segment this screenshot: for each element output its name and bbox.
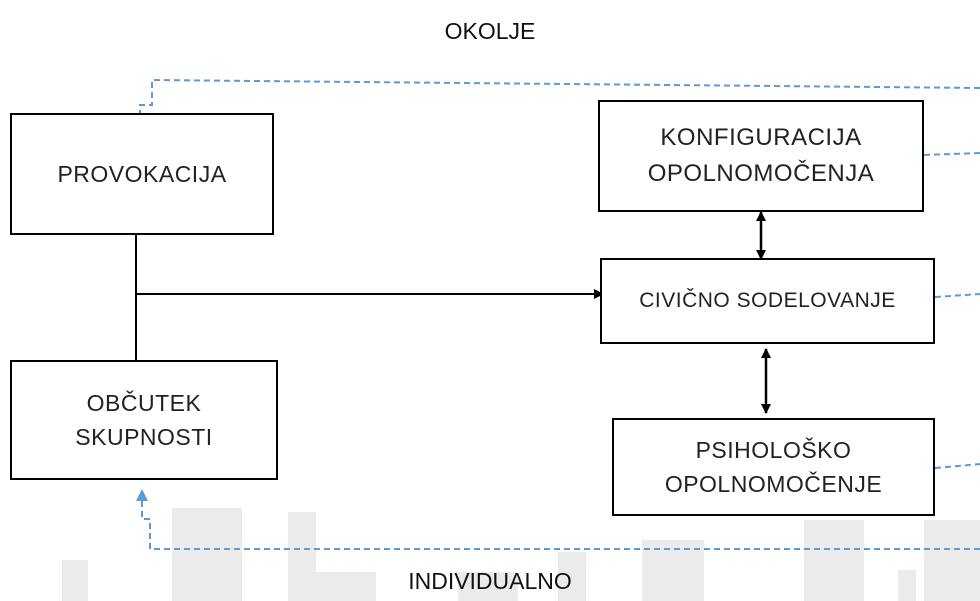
box-psiholosko-opolnomocenje: PSIHOLOŠKO OPOLNOMOČENJE xyxy=(612,418,935,516)
background-bar xyxy=(288,512,316,601)
background-bar xyxy=(172,508,242,601)
box-obcutek-line: OBČUTEK xyxy=(86,389,202,416)
box-provokacija-line: PROVOKACIJA xyxy=(57,160,227,187)
background-bar xyxy=(62,560,88,601)
feedback-bottom-dashed-line xyxy=(136,489,980,550)
box-provokacija: PROVOKACIJA xyxy=(10,113,274,235)
background-bar xyxy=(558,552,586,601)
box-civicno-line: CIVIČNO SODELOVANJE xyxy=(639,289,896,313)
background-bar xyxy=(924,520,980,601)
box-civicno-sodelovanje: CIVIČNO SODELOVANJE xyxy=(600,258,935,344)
bottom-label: INDIVIDUALNO xyxy=(408,568,572,594)
top-label: OKOLJE xyxy=(444,18,536,44)
feedback-top-dashed-line xyxy=(134,78,980,139)
background-bar xyxy=(898,570,916,601)
psiholosko-dashed-stub xyxy=(934,463,980,469)
box-konfiguracija-line: OPOLNOMOČENJA xyxy=(647,160,875,187)
box-obcutek-line: SKUPNOSTI xyxy=(75,424,213,450)
box-obcutek-skupnosti: OBČUTEK SKUPNOSTI xyxy=(10,360,278,480)
background-bar xyxy=(642,540,704,601)
box-konfiguracija-opolnomocenja: KONFIGURACIJA OPOLNOMOČENJA xyxy=(598,100,924,212)
civicno-dashed-stub xyxy=(934,293,980,298)
background-bar xyxy=(458,572,518,601)
box-psiholosko-line: PSIHOLOŠKO xyxy=(695,436,852,463)
konfiguracija-dashed-stub xyxy=(923,152,980,156)
background-bar xyxy=(804,520,864,601)
box-konfiguracija-line: KONFIGURACIJA xyxy=(660,124,862,151)
background-bar xyxy=(316,572,376,601)
box-psiholosko-line: OPOLNOMOČENJE xyxy=(664,471,883,497)
